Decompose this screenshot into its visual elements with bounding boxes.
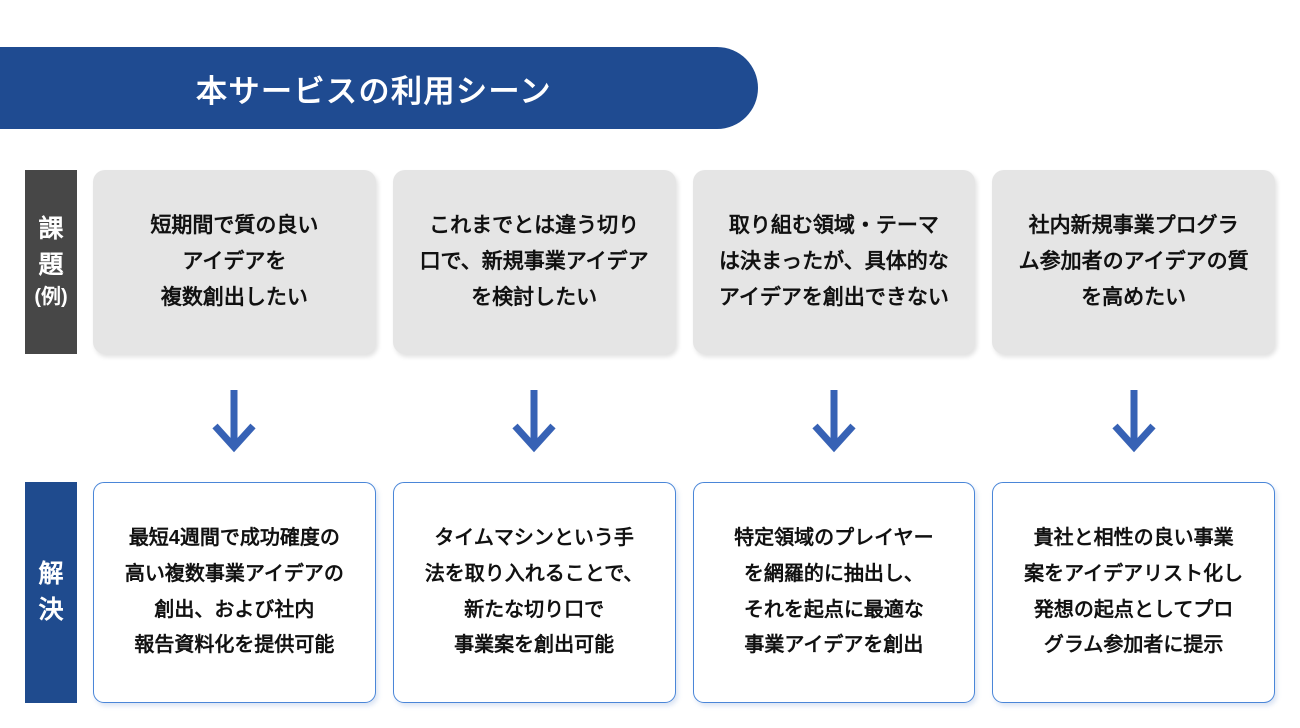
card-text-line: 社内新規事業プログラ: [1028, 213, 1239, 237]
card-text-line: は決まったが、具体的な: [719, 249, 949, 273]
card-text-line: 発想の起点としてプロ: [1033, 598, 1234, 621]
page-title: 本サービスの利用シーン: [196, 73, 552, 109]
down-arrow-icon: [212, 389, 256, 452]
card-text-line: これまでとは違う切り: [429, 213, 640, 237]
down-arrow-icon: [812, 389, 856, 452]
card-text-line: 法を取り入れることで、: [424, 562, 644, 585]
problem-label-suffix: (例): [34, 286, 68, 309]
arrow-cell-1: [93, 389, 376, 456]
down-arrow-icon: [512, 389, 556, 452]
card-text-line: 貴社と相性の良い事業: [1033, 527, 1234, 550]
card-text-line: ム参加者のアイデアの質: [1018, 249, 1249, 273]
card-text-line: 報告資料化を提供可能: [134, 634, 335, 657]
card-text-line: アイデアを創出できない: [718, 286, 949, 310]
card-text-line: 特定領域のプレイヤー: [734, 527, 934, 550]
card-text-line: 最短4週間で成功確度の: [128, 527, 340, 550]
card-text-line: 口で、新規事業アイデア: [419, 249, 649, 273]
solution-label-char-2: 決: [38, 595, 64, 624]
arrow-cell-2: [393, 389, 676, 456]
solution-card-4: 貴社と相性の良い事業 案をアイデアリスト化し 発想の起点としてプロ グラム参加者…: [992, 482, 1275, 703]
card-text-line: アイデアを: [182, 249, 287, 273]
card-text-line: 新たな切り口で: [464, 598, 605, 621]
problem-card-4: 社内新規事業プログラ ム参加者のアイデアの質 を高めたい: [992, 170, 1275, 354]
problem-label-char-1: 課: [38, 215, 64, 244]
solution-card-1: 最短4週間で成功確度の 高い複数事業アイデアの 創出、および社内 報告資料化を提…: [93, 482, 376, 703]
card-text-line: グラム参加者に提示: [1043, 634, 1224, 657]
solution-label-char-1: 解: [38, 560, 64, 588]
card-text-line: それを起点に最適な: [743, 598, 924, 621]
solution-card-2: タイムマシンという手 法を取り入れることで、 新たな切り口で 事業案を創出可能: [392, 482, 676, 703]
card-text-line: 事業案を創出可能: [454, 634, 615, 657]
card-text-line: 短期間で質の良い: [150, 213, 319, 237]
card-text-line: 創出、および社内: [154, 598, 315, 621]
card-text-line: 取り組む領域・テーマ: [728, 213, 939, 237]
card-text-line: を網羅的に抽出し、: [743, 562, 924, 585]
card-text-line: 複数創出したい: [160, 286, 308, 310]
card-text-line: を高めたい: [1081, 286, 1187, 310]
problem-row: 課 題 (例) 短期間で質の良い アイデアを 複数創出したい これまでとは違う切…: [25, 170, 1275, 354]
arrow-list: [93, 389, 1275, 456]
arrow-cell-4: [992, 389, 1275, 456]
arrow-row: [25, 385, 1275, 460]
card-text-line: 事業アイデアを創出: [744, 634, 924, 657]
page-title-banner: 本サービスの利用シーン: [0, 47, 758, 129]
solution-card-3: 特定領域のプレイヤー を網羅的に抽出し、 それを起点に最適な 事業アイデアを創出: [692, 482, 976, 703]
problem-row-label: 課 題 (例): [25, 170, 77, 354]
arrow-cell-3: [693, 389, 976, 456]
card-text-line: 案をアイデアリスト化し: [1024, 562, 1244, 585]
down-arrow-icon: [1112, 389, 1156, 452]
problem-card-2: これまでとは違う切り 口で、新規事業アイデア を検討したい: [392, 170, 676, 354]
card-text-line: タイムマシンという手: [434, 527, 634, 550]
solution-row: 解 決 最短4週間で成功確度の 高い複数事業アイデアの 創出、および社内 報告資…: [25, 482, 1275, 703]
solution-card-list: 最短4週間で成功確度の 高い複数事業アイデアの 創出、および社内 報告資料化を提…: [93, 482, 1275, 703]
problem-card-3: 取り組む領域・テーマ は決まったが、具体的な アイデアを創出できない: [692, 170, 976, 354]
problem-card-1: 短期間で質の良い アイデアを 複数創出したい: [93, 170, 376, 354]
problem-label-char-2: 題: [38, 250, 64, 279]
solution-row-label: 解 決: [25, 482, 77, 703]
problem-card-list: 短期間で質の良い アイデアを 複数創出したい これまでとは違う切り 口で、新規事…: [93, 170, 1275, 354]
card-text-line: 高い複数事業アイデアの: [124, 562, 344, 585]
card-text-line: を検討したい: [471, 286, 598, 310]
